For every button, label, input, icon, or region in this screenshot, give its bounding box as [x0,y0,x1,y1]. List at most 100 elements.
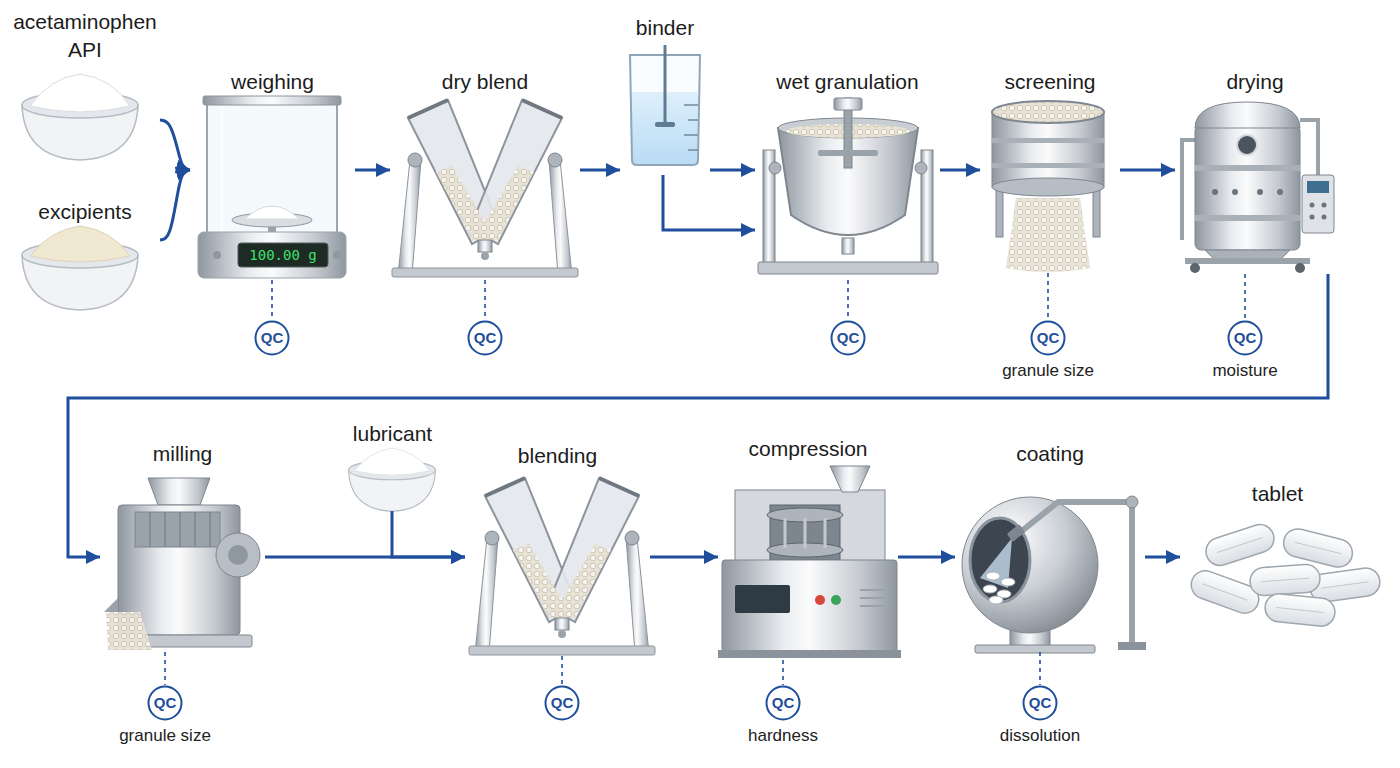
tablet-press-illustration-part [831,595,841,605]
qc-link [484,280,486,320]
qc-label: QC [467,320,503,356]
qc-link [561,656,563,685]
qc-checkpoint: QCgranule size [1030,320,1066,356]
material-input: acetaminophen API [10,8,160,158]
material-label: lubricant [340,420,445,448]
balance-illustration-part [238,243,328,267]
excipient-bowl [22,226,138,310]
qc-checkpoint: QCmoisture [1227,320,1263,356]
granulator-illustration [758,98,938,274]
step-label: wet granulation [755,68,940,96]
sieve-illustration-part [996,185,1003,237]
flow-arrow [160,120,190,170]
process-step: blending [465,442,650,656]
dryer-illustration-part [1310,203,1315,208]
tablet-press-illustration [718,466,901,658]
material-label: binder [620,14,710,42]
tablet-pile-part [1202,521,1277,569]
dryer-illustration-part [1295,263,1305,273]
granulator-illustration-part [842,238,854,254]
step-label: tablet [1180,480,1375,508]
sieve-illustration-part [992,101,1104,123]
granulator-illustration-part [769,162,781,174]
beaker-illustration-part [664,45,667,125]
step-label: drying [1175,68,1335,96]
qc-label: QC [147,685,183,721]
qc-parameter: hardness [748,725,818,747]
coating-pan-illustration-part [975,645,1095,653]
granulator-illustration-part [818,150,878,156]
dryer-illustration-part [1277,189,1283,195]
dryer-illustration-part [1300,120,1318,175]
coating-pan-illustration-part [1007,524,1026,542]
dryer-illustration [1182,102,1334,273]
process-step: dry blend [390,68,580,280]
v-blender-illustration [469,478,655,655]
material-label: excipients [10,198,160,226]
mill-illustration-part [228,545,248,565]
step-label: compression [718,435,898,463]
coating-pan-illustration-part [962,497,1098,633]
dryer-illustration-part [1212,189,1218,195]
coating-pan-illustration-part [983,585,997,593]
beaker-illustration-part [684,104,698,106]
qc-parameter: granule size [119,725,211,747]
qc-checkpoint: QC [830,320,866,356]
mill-illustration-part [216,533,260,577]
qc-checkpoint: QC [467,320,503,356]
material-input: excipients [10,198,160,308]
mill-illustration-part [148,478,210,505]
coating-pan-illustration-part [1126,496,1138,508]
sieve-illustration-part [1093,185,1100,237]
beaker-illustration-part [655,122,675,127]
mill-illustration-part [180,512,181,547]
dryer-illustration-part [1185,258,1310,264]
balance-illustration-part [245,206,299,219]
qc-checkpoint: QCgranule size [147,685,183,721]
qc-checkpoint: QC [544,685,580,721]
balance-illustration [198,96,346,278]
scale-readout: 100.00 g [249,247,316,263]
coating-pan-illustration-part [1018,502,1132,648]
qc-link [164,652,166,685]
coating-pan-illustration [962,496,1146,653]
dryer-illustration-part [1302,175,1334,233]
qc-label: QC [830,320,866,356]
flow-arrow [355,169,390,172]
flow-arrow [940,169,980,172]
tablet-press-illustration-part [860,605,885,607]
granulator-illustration-part [758,262,938,274]
process-step: compression [718,435,898,660]
tablet-pile [1187,521,1381,628]
sieve-illustration-part [992,163,1104,168]
qc-parameter: moisture [1212,360,1277,382]
v-blender-illustration [392,100,578,277]
flow-arrow [1145,556,1180,559]
step-label: blending [465,442,650,470]
dryer-illustration-part [1195,102,1300,128]
dryer-illustration-part [1237,135,1257,155]
mill-illustration-part [135,512,220,547]
step-label: coating [955,440,1145,468]
balance-illustration-part [333,251,341,259]
qc-checkpoint: QChardness [765,685,801,721]
qc-label: QC [765,685,801,721]
beaker-illustration-part [688,119,698,121]
flow-arrow [650,556,718,559]
process-step: screening [980,68,1120,273]
material-label: acetaminophen API [10,8,160,64]
dryer-illustration-part [1195,165,1300,171]
flow-arrow [68,274,1328,557]
process-step: coating [955,440,1145,652]
tablet-press-illustration-part [735,490,885,562]
beaker-illustration [630,45,700,165]
excipient-bowl-part [30,226,130,262]
dryer-illustration-part [1182,140,1195,240]
mill-illustration-part [106,612,152,650]
mill-illustration-part [210,512,211,547]
tablet-press-illustration-part [804,518,807,548]
material-input: lubricant [340,420,445,511]
mill-illustration-part [104,598,118,612]
dryer-illustration-part [1307,181,1329,193]
